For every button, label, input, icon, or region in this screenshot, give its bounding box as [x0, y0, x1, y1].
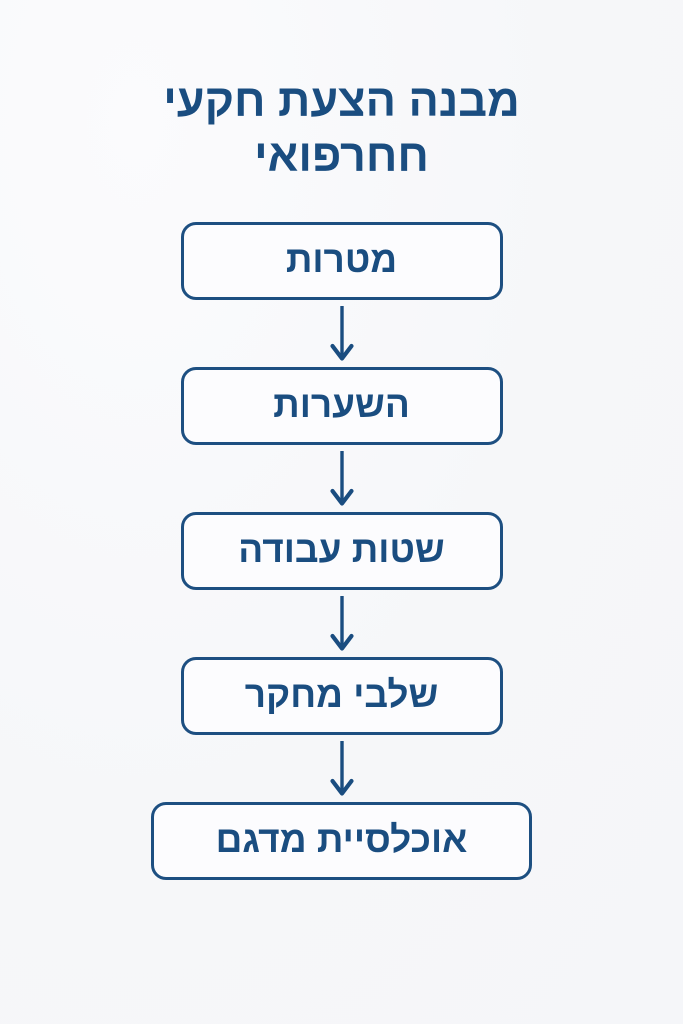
arrow-down-icon	[329, 740, 354, 796]
flow-node[interactable]: אוכלסיית מדגם	[151, 802, 532, 881]
flow-node-label: אוכלסיית מדגם	[215, 818, 468, 860]
arrow-down-icon	[329, 305, 354, 361]
page-title-line-2: חחרפואי	[254, 130, 429, 182]
arrow-down-icon	[329, 595, 354, 651]
flow-node[interactable]: שטות עבודה	[180, 512, 503, 591]
flow-connector	[325, 735, 359, 802]
flow-node-label: מטרות	[285, 238, 398, 280]
page-title-line-1: מבנה הצעת חקעי	[163, 75, 520, 126]
arrow-down-icon	[329, 450, 354, 506]
flow-node-label: שלבי מחקר	[244, 673, 439, 715]
flow-node-label: השערות	[273, 383, 410, 425]
flowchart: מטרות השערות שטות עבודה שלבי מחקר אוכלסיית מ…	[151, 222, 532, 881]
flow-node[interactable]: מטרות	[180, 222, 503, 301]
flow-node[interactable]: שלבי מחקר	[180, 657, 503, 736]
flow-node[interactable]: השערות	[180, 367, 503, 446]
flow-connector	[325, 590, 359, 657]
flow-connector	[325, 300, 359, 367]
flow-node-label: שטות עבודה	[238, 528, 445, 570]
page-title: מבנה הצעת חקעי חחרפואי	[72, 74, 612, 182]
flow-connector	[325, 445, 359, 512]
